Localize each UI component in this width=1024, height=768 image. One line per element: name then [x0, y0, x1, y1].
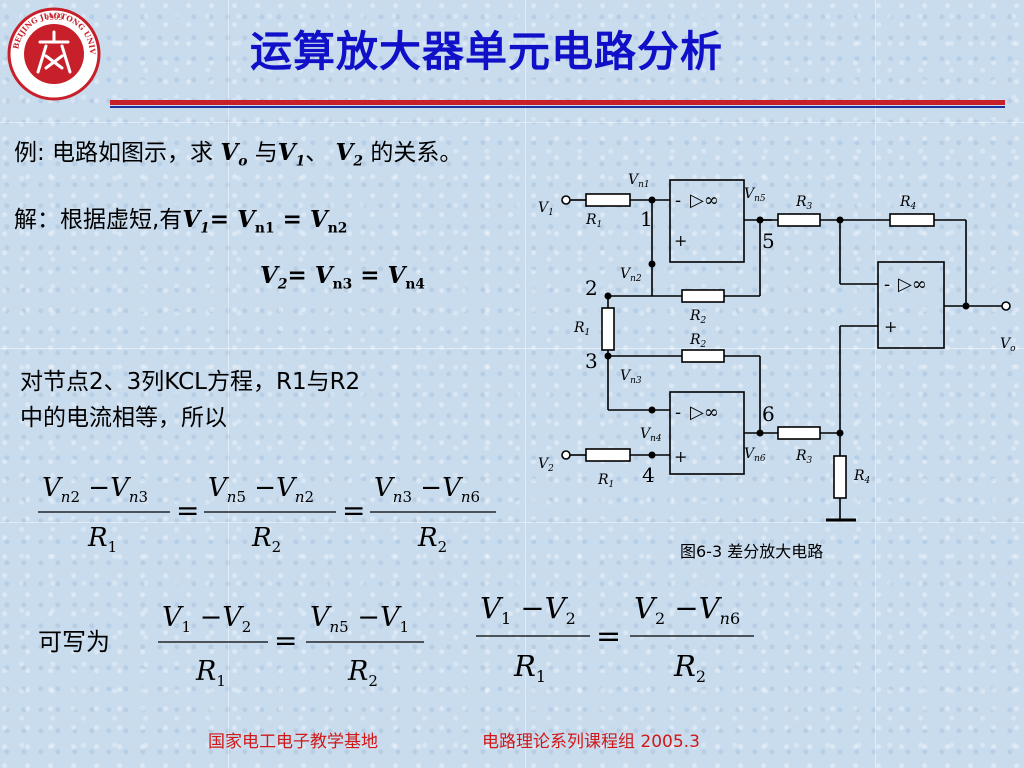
- svg-text:▷∞: ▷∞: [898, 274, 927, 295]
- svg-text:R2: R2: [251, 523, 281, 556]
- r4-top-label: R4: [899, 194, 917, 212]
- node-4-label: 4: [642, 463, 655, 487]
- opamp-1: [669, 179, 745, 263]
- resistor-r4-top: [889, 213, 935, 227]
- solution-line-2: V2= Vn3 = Vn4: [260, 262, 426, 293]
- solution-line-1: 解：根据虚短,有V1= Vn1 = Vn2: [14, 206, 348, 237]
- v2-terminal: [561, 450, 571, 460]
- svg-text:=: =: [342, 494, 365, 527]
- resistor-r1-middle: [601, 307, 615, 351]
- svg-text:Vn3 −Vn6: Vn3 −Vn6: [374, 473, 480, 506]
- node-3-label: 3: [585, 349, 598, 373]
- footer-left: 国家电工电子教学基地: [208, 732, 378, 752]
- vn3-label: Vn3: [620, 368, 642, 386]
- page-title: 运算放大器单元电路分析: [250, 27, 724, 76]
- resistor-r2-upper: [681, 289, 725, 303]
- equation-1: Vn2 −Vn3 R1 = Vn5 −Vn2 R2 = Vn3 −Vn6 R2: [38, 473, 496, 556]
- resistor-r3-bottom: [777, 426, 821, 440]
- figure-caption: 图6-3 差分放大电路: [680, 542, 824, 561]
- university-logo: BEIJING JIAOTONG UNIVERSITY 1909: [0, 0, 104, 102]
- footer-right: 电路理论系列课程组 2005.3: [482, 732, 700, 752]
- r3-top-label: R3: [795, 194, 813, 212]
- vo-terminal: [1001, 301, 1011, 311]
- svg-text:V2 −Vn6: V2 −Vn6: [634, 591, 740, 628]
- vn5-label: Vn5: [744, 186, 766, 204]
- svg-text:R1: R1: [87, 523, 117, 556]
- svg-text:=: =: [274, 624, 297, 657]
- title-rule: [110, 100, 1005, 105]
- equation-2: V1 −V2 R1 = Vn5 −V1 R2: [158, 602, 424, 690]
- svg-text:R1: R1: [195, 656, 226, 690]
- svg-text:=: =: [176, 494, 199, 527]
- vn6-label: Vn6: [744, 446, 766, 464]
- r2-lower-label: R2: [689, 332, 707, 350]
- r3-bottom-label: R3: [795, 448, 813, 466]
- differential-amplifier-circuit: - ▷∞ + - ▷∞ + - ▷∞ + 1 2 3 4 5 6 V1 V2 V…: [538, 172, 1016, 522]
- v2-label: V2: [538, 456, 554, 474]
- svg-text:R2: R2: [417, 523, 447, 556]
- svg-text:▷∞: ▷∞: [690, 402, 719, 423]
- v1-terminal: [561, 195, 571, 205]
- svg-text:-: -: [884, 274, 890, 295]
- opamp-output: [877, 261, 945, 349]
- resistor-r2-lower: [681, 349, 725, 363]
- grid-line: [875, 0, 876, 768]
- logo-year: 1909: [45, 14, 63, 22]
- svg-text:Vn5 −V1: Vn5 −V1: [310, 602, 409, 636]
- equation-3: V1 −V2 R1 = V2 −Vn6 R2: [476, 591, 754, 686]
- node-1-label: 1: [640, 207, 653, 231]
- grid-line: [0, 522, 1024, 523]
- svg-text:R2: R2: [673, 649, 706, 686]
- vo-label: Vo: [1000, 336, 1016, 354]
- grid-line: [0, 348, 1024, 349]
- svg-text:V1 −V2: V1 −V2: [162, 602, 251, 636]
- node-6-label: 6: [762, 402, 775, 426]
- resistor-r4-bottom: [833, 455, 847, 499]
- vn1-label: Vn1: [628, 172, 650, 190]
- equation-2-label: 可写为: [38, 628, 110, 656]
- r1-middle-label: R1: [573, 320, 590, 338]
- resistor-r1-bottom: [585, 448, 631, 462]
- node-2-label: 2: [585, 276, 598, 300]
- kcl-line-1: 对节点2、3列KCL方程，R1与R2: [20, 369, 361, 395]
- svg-text:-: -: [675, 402, 681, 423]
- example-statement: 例: 电路如图示，求 Vo 与V1、 V2 的关系。: [14, 139, 463, 170]
- r1-top-label: R1: [585, 212, 602, 230]
- r2-upper-label: R2: [689, 308, 707, 326]
- vn4-label: Vn4: [640, 426, 662, 444]
- resistor-r3-top: [777, 213, 821, 227]
- grid-line: [228, 0, 229, 768]
- svg-text:Vn5 −Vn2: Vn5 −Vn2: [208, 473, 314, 506]
- svg-text:▷∞: ▷∞: [690, 190, 719, 211]
- resistor-r1-top: [585, 193, 631, 207]
- svg-text:+: +: [884, 317, 897, 336]
- svg-text:-: -: [675, 190, 681, 211]
- svg-text:+: +: [674, 447, 687, 466]
- svg-text:R2: R2: [347, 656, 378, 690]
- svg-text:=: =: [596, 619, 621, 654]
- svg-text:V1 −V2: V1 −V2: [480, 591, 576, 628]
- r4-bottom-label: R4: [853, 468, 871, 486]
- vn2-label: Vn2: [620, 266, 642, 284]
- title-rule-thin: [110, 106, 1005, 108]
- grid-line: [0, 122, 1024, 123]
- eq1-frac1-num: Vn2 −Vn3: [42, 473, 148, 506]
- node-5-label: 5: [762, 229, 775, 253]
- kcl-line-2: 中的电流相等，所以: [20, 405, 227, 431]
- grid-line: [525, 0, 526, 768]
- svg-text:+: +: [674, 231, 687, 250]
- r1-bottom-label: R1: [597, 472, 614, 490]
- v1-label: V1: [538, 200, 554, 218]
- svg-text:R1: R1: [513, 649, 546, 686]
